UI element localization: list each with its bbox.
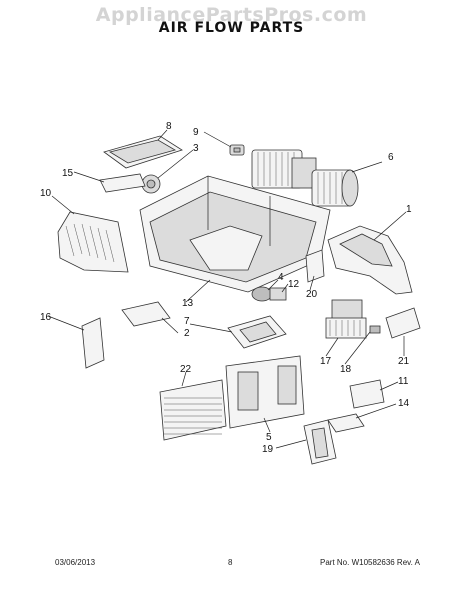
callout-4: 4 [278,272,284,283]
part-5-vent-frame [225,355,305,429]
callout-10: 10 [40,188,52,199]
part-8-filter-panel [103,135,183,169]
cavity-housing [139,175,331,293]
callout-21: 21 [398,356,410,367]
part-16-bracket [81,317,105,369]
callout-15: 15 [62,168,74,179]
part-14-bracket [327,413,365,433]
callout-17: 17 [320,356,332,367]
part-17-transformer [325,299,367,339]
callout-3: 3 [193,143,199,154]
callout-20: 20 [306,289,318,300]
part-9-clip [229,144,245,156]
callout-11: 11 [398,376,409,387]
callout-7: 7 [184,316,190,327]
callout-8: 8 [166,121,172,132]
part-21-bracket [385,307,421,339]
part-3-coupling [141,174,161,194]
page-title: AIR FLOW PARTS [158,20,305,36]
part-4-motor [251,286,287,302]
callout-2: 2 [184,328,190,339]
callout-1: 1 [406,204,412,215]
part-18-connector [369,325,381,334]
part-15-filter [99,173,146,193]
part-1-air-duct [327,225,413,295]
callout-5: 5 [266,432,272,443]
part-6-blower [251,149,359,207]
callout-12: 12 [288,279,300,290]
callout-9: 9 [193,127,199,138]
footer-date: 03/06/2013 [55,558,96,567]
callout-22: 22 [180,364,192,375]
callout-14: 14 [398,398,410,409]
part-10-duct [57,211,129,273]
footer-part-number: Part No. W10582636 Rev. A [320,558,420,567]
callout-13: 13 [182,298,194,309]
watermark: AppliancePartsPros.com [95,4,368,26]
part-2-plate [121,301,171,327]
part-19-duct [303,419,337,465]
part-7-cover [227,315,287,349]
part-20-plate [305,249,325,283]
footer-page-number: 8 [228,558,233,567]
callout-18: 18 [340,364,352,375]
part-11-plate [349,379,385,409]
callout-16: 16 [40,312,52,323]
callout-6: 6 [388,152,394,163]
leader-lines [47,129,407,449]
part-22-grille [159,379,227,441]
callout-19: 19 [262,444,274,455]
